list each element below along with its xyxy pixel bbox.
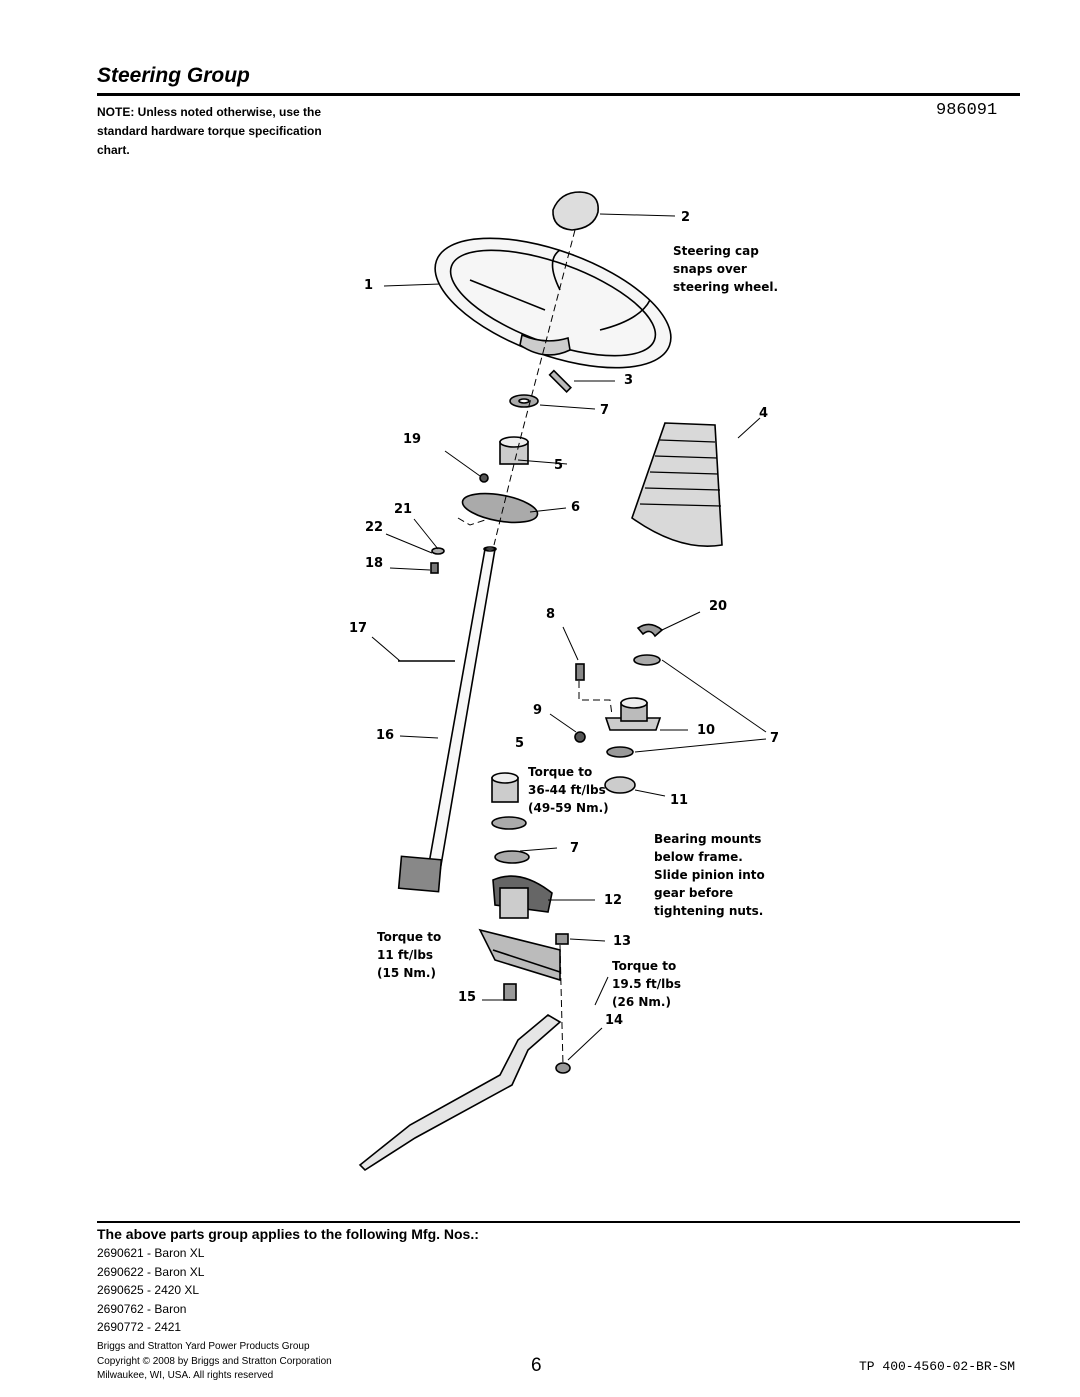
note-bearing-5: tightening nuts. (654, 904, 763, 918)
steering-group-diagram: 1 2 3 7 4 19 5 6 21 22 18 8 20 17 9 10 7… (349, 191, 779, 1172)
page-number: 6 (531, 1355, 542, 1376)
callout-17: 17 (349, 621, 367, 636)
callout-16: 16 (376, 728, 394, 743)
list-item: 2690772 - 2421 (97, 1318, 204, 1337)
callout-2: 2 (681, 210, 690, 225)
footer-line-copyright: Copyright © 2008 by Briggs and Stratton … (97, 1355, 332, 1367)
note-torque-11-2: 11 ft/lbs (377, 948, 433, 962)
callout-15: 15 (458, 990, 476, 1005)
note-torque-11-1: Torque to (377, 930, 441, 944)
steering-cap (552, 191, 599, 231)
list-item: 2690621 - Baron XL (97, 1244, 204, 1263)
footer-line-rights: Milwaukee, WI, USA. All rights reserved (97, 1370, 274, 1381)
title-rule (97, 93, 1020, 96)
model-name: Baron (154, 1301, 187, 1316)
callout-10: 10 (697, 723, 715, 738)
steering-wheel (434, 237, 672, 369)
callout-12: 12 (604, 893, 622, 908)
model-name: 2421 (154, 1320, 182, 1335)
note-torque-36-2: 36-44 ft/lbs (528, 783, 606, 797)
callout-13: 13 (613, 934, 631, 949)
note-cap-3: steering wheel. (673, 280, 778, 294)
note-torque-36-1: Torque to (528, 765, 592, 779)
note-torque-36-3: (49-59 Nm.) (528, 801, 609, 815)
roll-pin (548, 369, 572, 393)
callout-11: 11 (670, 793, 688, 808)
note-bearing-2: below frame. (654, 850, 743, 864)
note-torque-19-1: Torque to (612, 959, 676, 973)
list-item: 2690762 - Baron (97, 1300, 204, 1319)
callout-5b: 5 (515, 736, 524, 751)
callout-14: 14 (605, 1013, 623, 1028)
drag-link (358, 1014, 562, 1172)
callout-1: 1 (364, 278, 373, 293)
pinion-gear (397, 855, 443, 893)
copyright-footer: Briggs and Stratton Yard Power Products … (97, 1340, 332, 1384)
mfg-number: 2690621 (97, 1246, 144, 1260)
document-code: TP 400-4560-02-BR-SM (859, 1359, 1016, 1374)
callout-20: 20 (709, 599, 727, 614)
note-bearing-4: gear before (654, 886, 733, 900)
note-torque-19-3: (26 Nm.) (612, 995, 671, 1009)
note-torque-11-3: (15 Nm.) (377, 966, 436, 980)
torque-note: NOTE: Unless noted otherwise, use the st… (97, 105, 322, 157)
note-cap-2: snaps over (673, 262, 747, 276)
callout-5a: 5 (554, 458, 563, 473)
mfg-number: 2690622 (97, 1264, 144, 1279)
applicability-heading: The above parts group applies to the fol… (97, 1226, 479, 1242)
mfg-number-list: 2690621 - Baron XL 2690622 - Baron XL 26… (97, 1244, 204, 1337)
callout-18: 18 (365, 556, 383, 571)
model-name: Baron XL (154, 1264, 205, 1279)
list-item: 2690622 - Baron XL (97, 1263, 204, 1282)
note-bearing-1: Bearing mounts (654, 832, 761, 846)
list-item: 2690625 - 2420 XL (97, 1281, 204, 1300)
callout-6: 6 (571, 500, 580, 515)
page-title: Steering Group (97, 64, 250, 87)
steering-arm (478, 928, 561, 982)
callout-22: 22 (365, 520, 383, 535)
mounting-plate (461, 492, 539, 524)
mfg-number: 2690625 (97, 1283, 144, 1298)
note-cap-1: Steering cap (673, 244, 759, 258)
bellows-boot (631, 422, 723, 547)
footer-line-company: Briggs and Stratton Yard Power Products … (97, 1341, 310, 1352)
model-name: 2420 XL (154, 1283, 200, 1298)
callout-21: 21 (394, 502, 412, 517)
callout-7b: 7 (770, 731, 779, 746)
diagram-number: 986091 (936, 101, 998, 120)
mfg-number: 2690772 (97, 1320, 144, 1335)
note-torque-19-2: 19.5 ft/lbs (612, 977, 681, 991)
applicability-rule (97, 1221, 1020, 1223)
callout-3: 3 (624, 373, 633, 388)
callout-9: 9 (533, 703, 542, 718)
callout-7a: 7 (600, 403, 609, 418)
model-name: Baron XL (154, 1246, 205, 1260)
mfg-number: 2690762 (97, 1301, 144, 1316)
callout-19: 19 (403, 432, 421, 447)
callout-4: 4 (759, 406, 768, 421)
note-bearing-3: Slide pinion into (654, 868, 765, 882)
callout-7c: 7 (570, 841, 579, 856)
callout-8: 8 (546, 607, 555, 622)
steering-shaft (427, 548, 496, 872)
